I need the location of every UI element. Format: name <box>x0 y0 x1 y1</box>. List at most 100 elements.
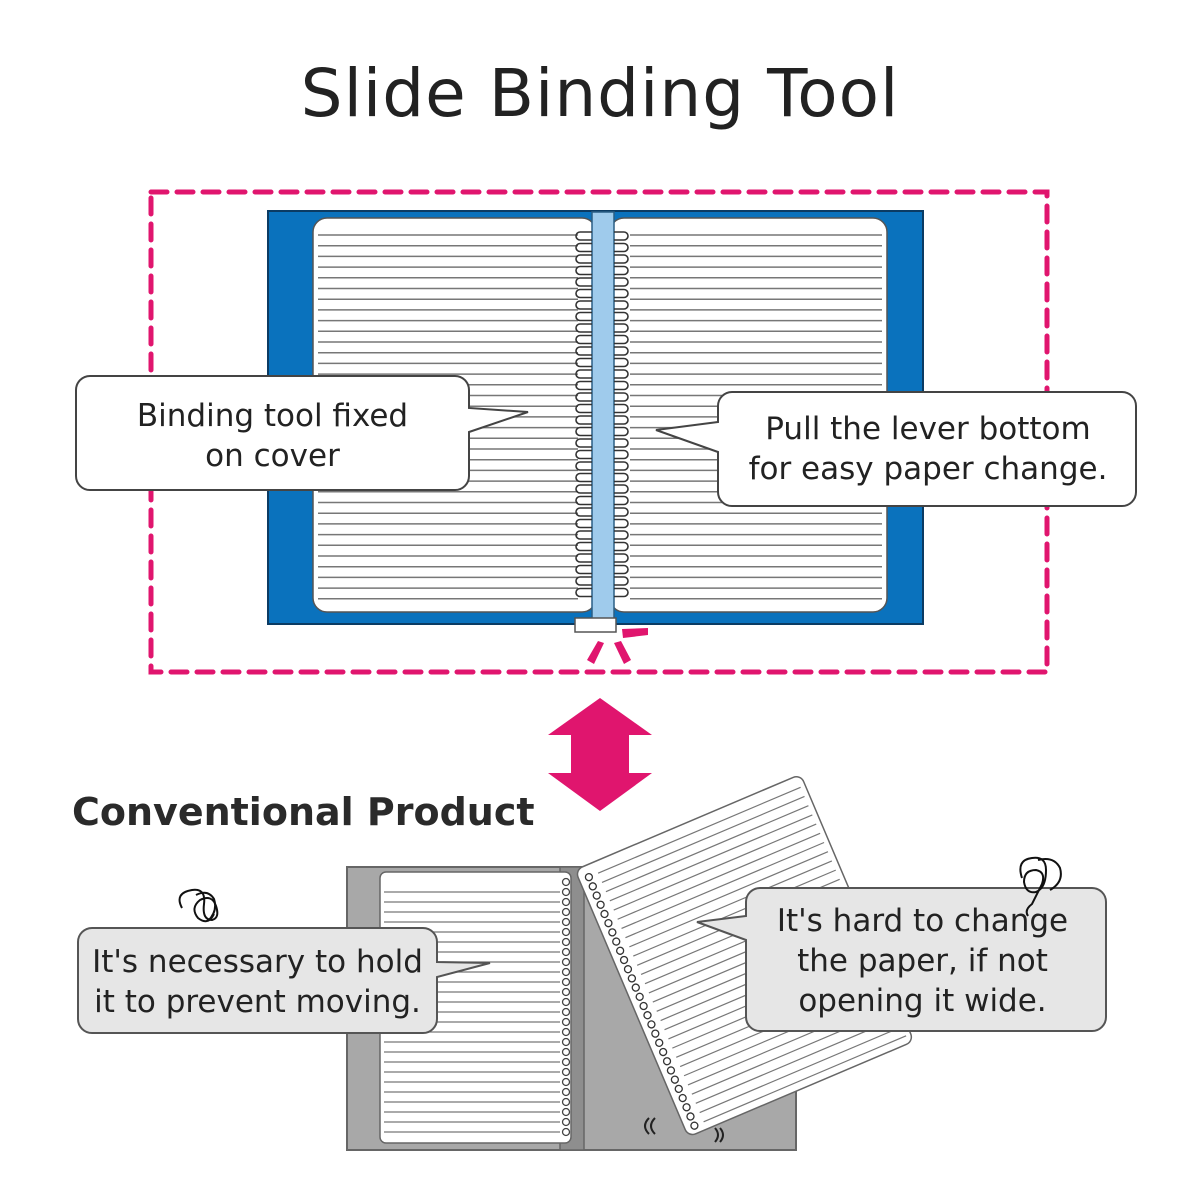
spiral-ring <box>670 1075 680 1084</box>
ruled-line <box>597 786 801 874</box>
ruled-line <box>621 841 825 930</box>
binding-ring <box>614 461 629 471</box>
binding-ring <box>575 518 592 529</box>
spiral-ring <box>561 927 571 937</box>
binding-ring <box>614 576 629 586</box>
binding-ring <box>575 415 592 425</box>
binding-ring <box>614 254 629 264</box>
spiral-ring <box>639 1001 648 1011</box>
callout-binding-fixed-text: Binding tool fixed on cover <box>80 396 465 476</box>
binding-ring <box>575 334 592 345</box>
callout-pull-lever <box>655 391 1137 507</box>
binding-ring <box>614 564 629 575</box>
binding-ring <box>614 392 629 402</box>
binding-ring <box>614 553 629 563</box>
binding-ring <box>614 311 629 322</box>
spiral-ring <box>678 1093 687 1103</box>
spiral-ring <box>588 882 597 891</box>
callout-line: for easy paper change. <box>748 451 1108 487</box>
callout-pull-lever-text: Pull the lever bottom for easy paper cha… <box>722 409 1134 489</box>
spiral-ring <box>561 1127 571 1137</box>
binding-ring <box>575 576 592 586</box>
binding-ring <box>614 438 629 448</box>
spiral-ring <box>561 957 571 967</box>
spiral-ring <box>690 1121 699 1130</box>
binding-ring <box>575 449 592 460</box>
binding-ring <box>575 380 592 391</box>
ruled-line <box>601 795 805 883</box>
binding-ring <box>614 426 629 437</box>
ruled-line <box>633 869 837 957</box>
spiral-ring <box>612 937 621 946</box>
spiral-ring <box>686 1112 695 1121</box>
binding-ring <box>575 231 592 241</box>
binding-spine <box>591 211 615 625</box>
spiral-ring <box>561 937 571 947</box>
spiral-ring <box>561 887 571 897</box>
callout-line: the paper, if not <box>797 943 1048 979</box>
binding-ring <box>614 587 629 598</box>
spiral-ring <box>647 1020 656 1029</box>
binding-ring <box>575 346 592 356</box>
spiral-ring <box>561 877 571 887</box>
spiral-ring <box>561 977 571 987</box>
spiral-ring <box>635 992 644 1001</box>
spiral-ring <box>643 1011 652 1020</box>
binding-ring <box>575 311 592 322</box>
ruled-line <box>617 832 821 920</box>
binding-ring <box>575 553 592 563</box>
spiral-ring <box>623 965 633 974</box>
ruled-line <box>629 860 833 948</box>
spiral-ring <box>561 1097 571 1107</box>
binding-ring <box>614 484 629 494</box>
binding-ring <box>614 449 629 460</box>
spiral-ring <box>561 1087 571 1097</box>
spiral-ring <box>600 909 609 919</box>
binding-ring <box>614 346 629 356</box>
ruled-line <box>609 814 813 902</box>
spiral-ring <box>674 1084 683 1094</box>
ruled-line <box>625 851 829 939</box>
binding-ring <box>575 288 592 299</box>
vertical-double-arrow-icon <box>548 698 652 811</box>
spiral-ring <box>561 1007 571 1017</box>
spiral-ring <box>561 997 571 1007</box>
spiral-ring <box>619 955 629 965</box>
binding-ring <box>575 507 592 517</box>
page-title: Slide Binding Tool <box>300 55 900 132</box>
binding-ring <box>614 277 629 287</box>
callout-line: It's necessary to hold <box>92 944 423 980</box>
binding-ring <box>575 438 592 448</box>
spiral-ring <box>561 1017 571 1027</box>
frustration-scribble-icon <box>1019 856 1062 917</box>
binding-ring <box>614 242 629 253</box>
binding-ring <box>614 288 629 299</box>
spiral-ring <box>561 1107 571 1117</box>
spiral-ring <box>596 900 605 909</box>
spiral-ring <box>561 1117 571 1127</box>
binding-ring <box>614 495 629 506</box>
spiral-ring <box>655 1038 664 1047</box>
binding-ring <box>575 254 592 264</box>
callout-line: on cover <box>205 438 340 474</box>
callout-line: Pull the lever bottom <box>765 411 1091 447</box>
spiral-ring <box>561 907 571 917</box>
binding-ring <box>614 472 629 483</box>
binding-ring <box>575 369 592 379</box>
spiral-ring <box>561 1077 571 1087</box>
spiral-ring <box>682 1103 691 1112</box>
binding-ring <box>614 265 629 276</box>
spiral-ring <box>561 1037 571 1047</box>
binding-ring <box>575 495 592 506</box>
binding-ring <box>614 518 629 529</box>
callout-hard-change <box>696 887 1107 1032</box>
binding-ring <box>575 392 592 402</box>
binding-ring <box>614 334 629 345</box>
binding-ring <box>575 541 592 552</box>
binding-ring <box>575 300 592 310</box>
ruled-line <box>703 1035 907 1123</box>
binding-ring <box>575 564 592 575</box>
spiral-ring <box>561 1067 571 1077</box>
callout-hold-prevent-text: It's necessary to hold it to prevent mov… <box>80 942 435 1022</box>
